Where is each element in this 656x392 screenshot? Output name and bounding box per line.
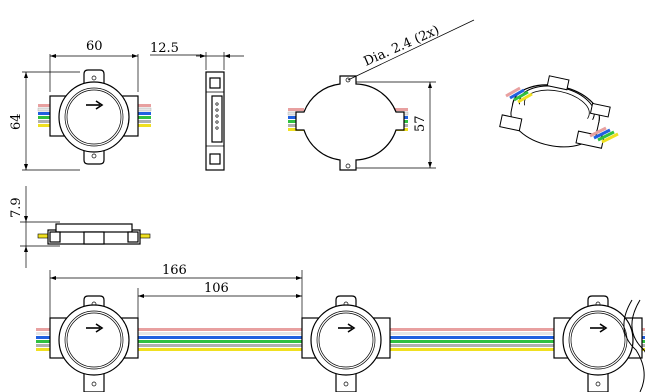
node-3	[553, 295, 643, 392]
dim-pitch-inner: 106	[204, 281, 229, 296]
dim-top-width: 60	[86, 39, 103, 54]
dim-back-height: 57	[413, 115, 428, 132]
profile-view: 7.9	[9, 186, 151, 268]
front-view: 60 64	[9, 39, 152, 171]
string-view: 166 106	[36, 263, 656, 392]
dim-hole-dia: Dia. 2.4 (2x)	[362, 23, 442, 70]
isometric-view	[499, 75, 619, 149]
side-view: 12.5	[150, 41, 244, 171]
dim-left-height: 64	[9, 113, 24, 130]
node-2	[301, 295, 391, 392]
dim-pitch-total: 166	[162, 263, 187, 278]
back-view: Dia. 2.4 (2x) 57	[287, 19, 475, 171]
arrow-right-icon	[86, 100, 104, 110]
node-1	[49, 295, 139, 392]
dim-side-thickness: 12.5	[150, 41, 179, 56]
dim-profile-height: 7.9	[9, 197, 24, 218]
